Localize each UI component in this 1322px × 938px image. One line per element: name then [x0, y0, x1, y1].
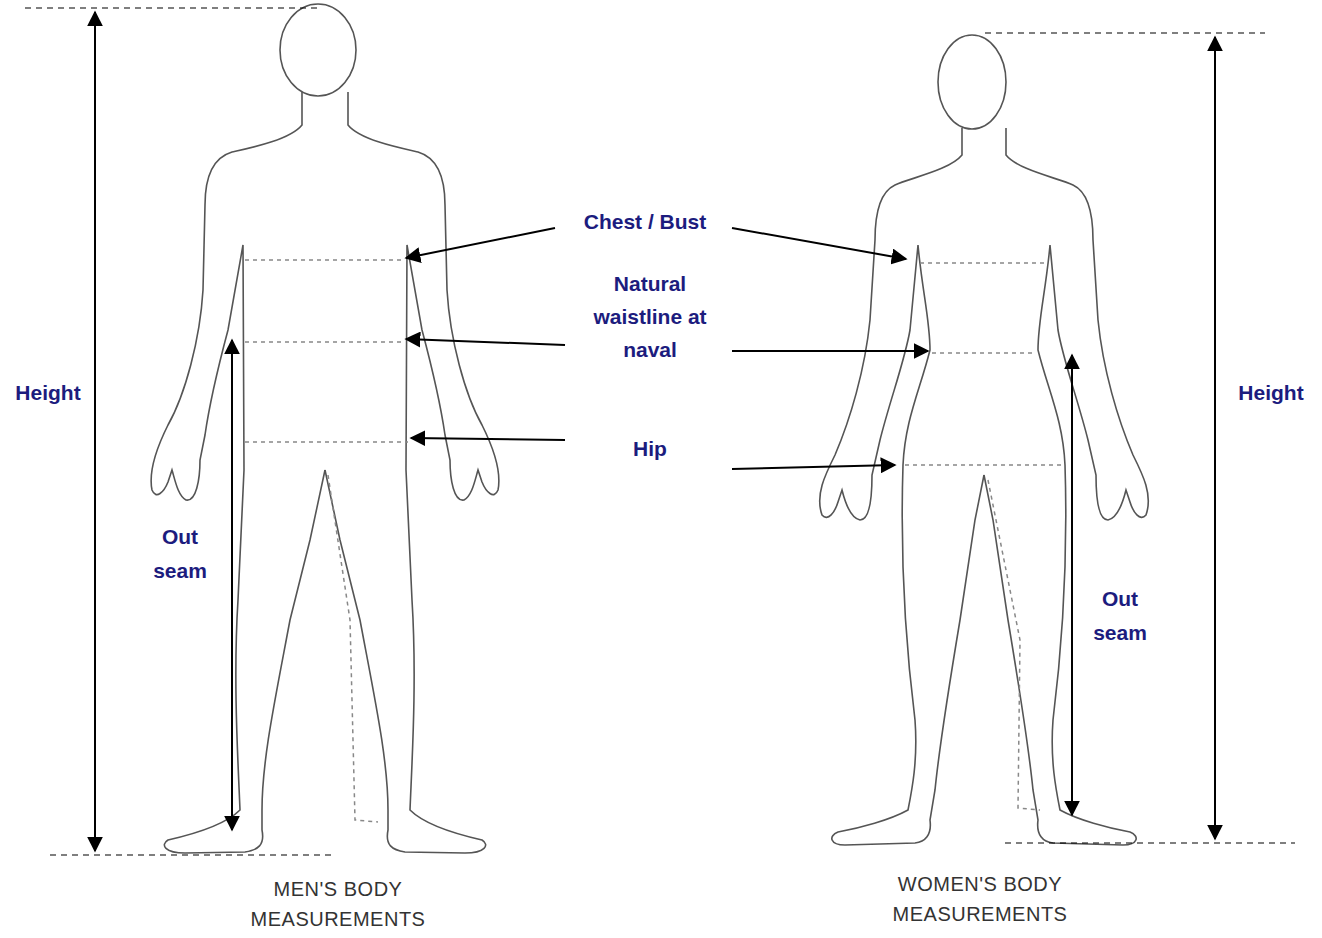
figure-caption: WOMEN'S BODY MEASUREMENTS — [860, 869, 1100, 929]
outseam-label: Out seam — [1080, 582, 1160, 650]
outseam-label: Out seam — [140, 520, 220, 588]
measure-label: Natural waistline at naval — [585, 267, 715, 366]
man-figure — [151, 4, 499, 853]
measure-label: Hip — [600, 436, 700, 462]
measure-arrows — [95, 12, 1215, 851]
woman-measure-lines — [905, 263, 1063, 810]
measure-label: Chest / Bust — [560, 209, 730, 235]
height-label: Height — [6, 380, 90, 406]
height-label: Height — [1226, 380, 1316, 406]
figure-caption: MEN'S BODY MEASUREMENTS — [218, 874, 458, 934]
man-measure-lines — [245, 260, 408, 822]
height-reference-lines — [25, 8, 1295, 855]
woman-figure — [820, 35, 1149, 845]
